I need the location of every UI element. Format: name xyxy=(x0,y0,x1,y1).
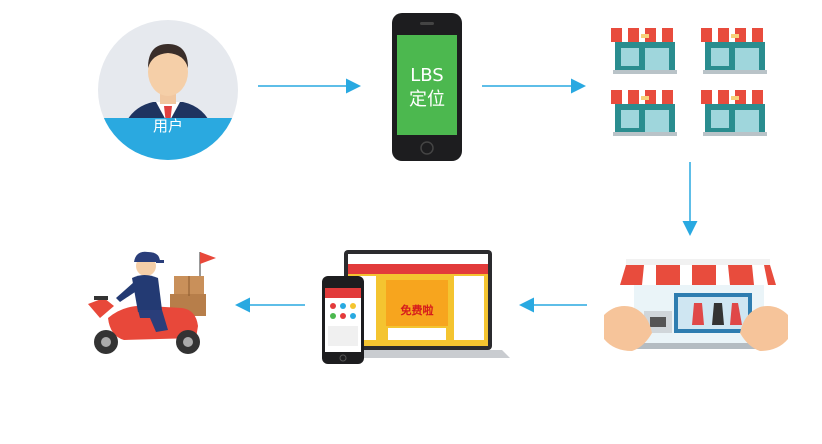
devices-node: 免费啦 xyxy=(320,250,514,366)
user-label: 用户 xyxy=(152,117,183,135)
storefront-hands-icon xyxy=(604,259,788,351)
shop-icon xyxy=(701,90,769,136)
shop-icon xyxy=(611,28,679,74)
phone-line2: 定位 xyxy=(409,89,445,110)
shop-grid xyxy=(611,26,771,136)
banner-text: 免费啦 xyxy=(400,304,434,317)
user-node: 用户 xyxy=(98,20,238,160)
smartphone-icon xyxy=(392,13,462,161)
shop-icon xyxy=(611,90,679,136)
storefront-node xyxy=(604,255,788,359)
laptop-phone-icon xyxy=(322,250,510,364)
user-avatar-icon xyxy=(98,20,238,160)
shop-icon xyxy=(701,28,769,74)
delivery-scooter-icon xyxy=(88,251,216,354)
phone-line1: LBS xyxy=(410,65,444,86)
delivery-node xyxy=(84,248,220,358)
phone-node: LBS 定位 xyxy=(392,13,462,161)
